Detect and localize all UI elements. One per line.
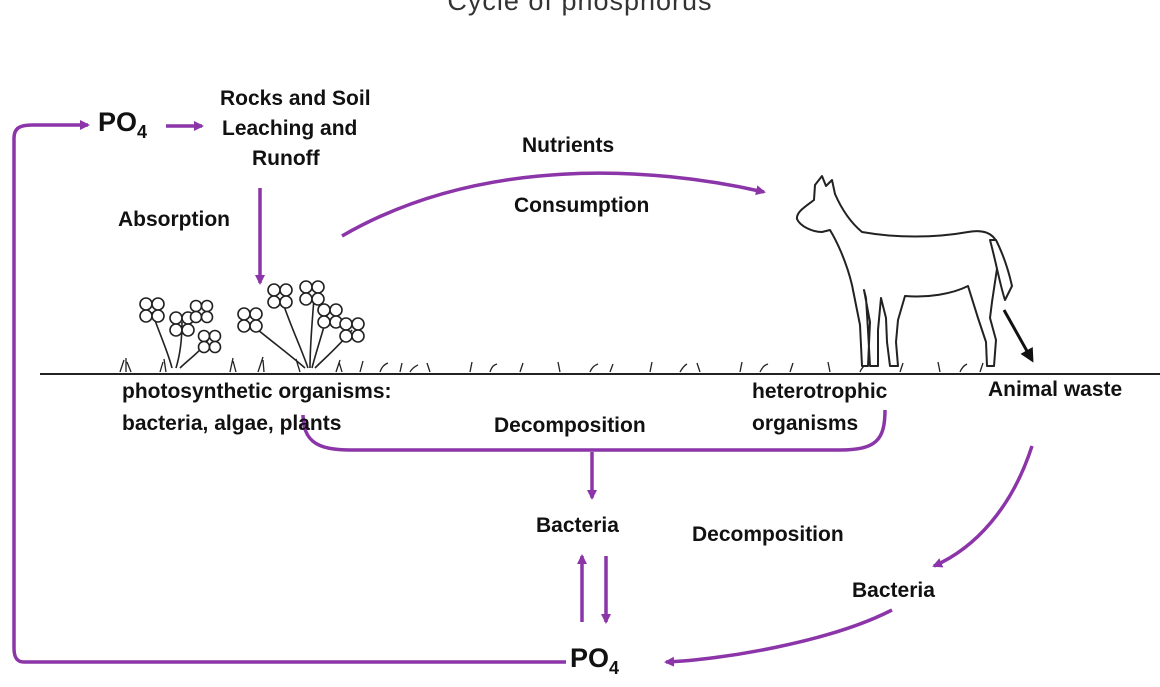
photosynthetic-label-line1: photosynthetic organisms:	[122, 379, 392, 405]
arrow-waste-to-bacteria	[934, 446, 1032, 566]
diagram-title: Cycle of phosphorus	[0, 0, 1160, 17]
absorption-label: Absorption	[118, 207, 230, 233]
grass-icon	[120, 357, 983, 372]
po4-top-subscript: 4	[137, 122, 147, 142]
decomposition-left-label: Decomposition	[494, 413, 646, 439]
animal-waste-label: Animal waste	[988, 377, 1122, 403]
po4-top-label: PO4	[98, 106, 147, 140]
flower-icon	[140, 298, 221, 368]
rocks-label: Rocks and Soil	[220, 86, 371, 112]
flower-icon	[238, 281, 364, 368]
consumption-label: Consumption	[514, 193, 649, 219]
po4-top-text: PO	[98, 107, 137, 137]
arrow-bacteria-to-po4	[666, 610, 892, 662]
leaching-label: Leaching and	[222, 116, 357, 142]
horse-icon	[797, 176, 1032, 366]
nutrients-label: Nutrients	[522, 133, 614, 159]
po4-bottom-subscript: 4	[609, 658, 619, 678]
po4-bottom-label: PO4	[570, 642, 619, 676]
runoff-label: Runoff	[252, 146, 320, 172]
po4-bottom-text: PO	[570, 643, 609, 673]
photosynthetic-label-line2: bacteria, algae, plants	[122, 411, 341, 437]
decomposition-right-label: Decomposition	[692, 522, 844, 548]
heterotrophic-label-line1: heterotrophic	[752, 379, 887, 405]
heterotrophic-label-line2: organisms	[752, 411, 858, 437]
bacteria-center-label: Bacteria	[536, 513, 619, 539]
bacteria-right-label: Bacteria	[852, 578, 935, 604]
